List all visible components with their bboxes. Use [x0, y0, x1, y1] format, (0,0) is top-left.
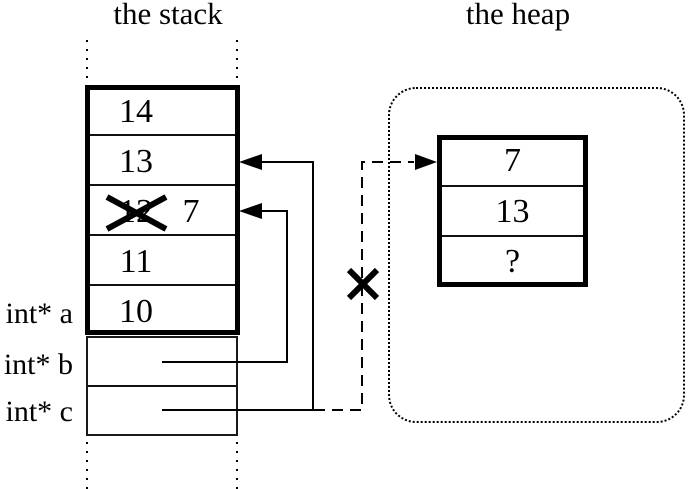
stack-cell-value-13: 13	[119, 143, 153, 180]
heap-cell-value-13: 13	[495, 193, 530, 230]
heap-cell-divider	[442, 185, 583, 187]
heap-title: the heap	[465, 0, 571, 31]
heap-cell-value-7: 7	[504, 142, 521, 179]
heap-box	[437, 135, 588, 287]
heap-cell-value-q: ?	[504, 243, 521, 280]
stack-cell-old-value-12: 12	[119, 193, 153, 230]
arrowhead-left-icon	[239, 154, 262, 170]
arrowhead-left-icon	[239, 203, 262, 219]
stack-cell-value-10: 10	[119, 293, 153, 330]
pointer-label-c: int* c	[5, 395, 74, 428]
crossout-x-icon	[346, 267, 380, 301]
pointer-label-b: int* b	[3, 348, 73, 381]
heap-cell-divider	[442, 235, 583, 237]
stack-title: the stack	[113, 0, 223, 31]
stack-cell-new-value-7: 7	[182, 193, 200, 230]
stack-cell-value-14: 14	[119, 93, 153, 130]
pointer-label-a: int* a	[5, 297, 74, 330]
stack-cell-divider	[90, 134, 235, 136]
frame-cell-divider	[88, 385, 236, 387]
stack-cell-value-11: 11	[119, 243, 153, 280]
